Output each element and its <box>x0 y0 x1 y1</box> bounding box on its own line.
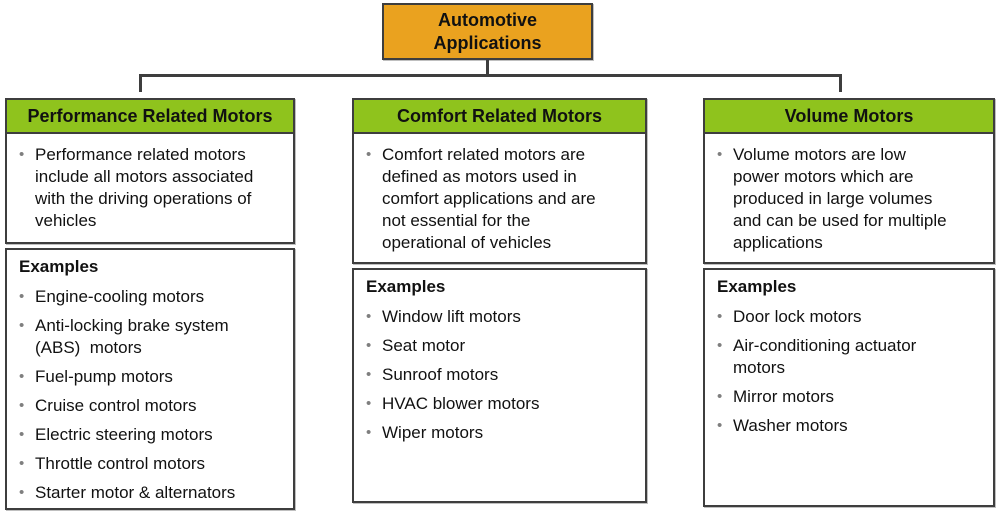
example-item: • Starter motor & alternators <box>19 482 285 504</box>
example-item-text: Seat motor <box>382 336 466 355</box>
example-item: • HVAC blower motors <box>366 393 637 415</box>
bullet-icon: • <box>19 397 25 414</box>
column-description: • Performance related motors include all… <box>19 144 285 232</box>
bullet-icon: • <box>717 146 723 163</box>
example-item-text: Washer motors <box>733 416 848 435</box>
bullet-icon: • <box>717 308 723 325</box>
examples-heading: Examples <box>366 277 446 296</box>
example-item: • Sunroof motors <box>366 364 637 386</box>
bullet-icon: • <box>366 146 372 163</box>
connector-horizontal-line <box>139 74 842 77</box>
column-comfort-examples-box: Examples • Window lift motors • Seat mot… <box>352 268 647 503</box>
bullet-icon: • <box>366 337 372 354</box>
example-item-text: Window lift motors <box>382 307 521 326</box>
example-item: • Anti-locking brake system (ABS) motors <box>19 315 285 359</box>
bullet-icon: • <box>19 455 25 472</box>
bullet-icon: • <box>19 368 25 385</box>
column-volume-definition-box: Volume Motors • Volume motors are low po… <box>703 98 995 264</box>
example-item: • Engine-cooling motors <box>19 286 285 308</box>
example-item: • Seat motor <box>366 335 637 357</box>
column-title: Comfort Related Motors <box>396 105 602 126</box>
example-item-text: Cruise control motors <box>35 396 197 415</box>
column-title: Performance Related Motors <box>27 105 273 126</box>
column-comfort-definition-box: Comfort Related Motors • Comfort related… <box>352 98 647 264</box>
examples-list: • Engine-cooling motors • Anti-locking b… <box>19 286 285 504</box>
description-text: Comfort related motors are defined as mo… <box>382 145 596 252</box>
bullet-icon: • <box>19 317 25 334</box>
example-item: • Fuel-pump motors <box>19 366 285 388</box>
example-item: • Air-conditioning actuator motors <box>717 335 985 379</box>
bullet-icon: • <box>366 366 372 383</box>
example-item-text: Door lock motors <box>733 307 862 326</box>
example-item-text: Fuel-pump motors <box>35 367 173 386</box>
example-item: • Window lift motors <box>366 306 637 328</box>
root-node-automotive-applications: Automotive Applications <box>382 3 593 60</box>
example-item-text: Anti-locking brake system (ABS) motors <box>35 316 229 357</box>
example-item-text: Sunroof motors <box>382 365 499 384</box>
bullet-icon: • <box>366 308 372 325</box>
column-header: Comfort Related Motors <box>354 100 645 134</box>
column-description: • Comfort related motors are defined as … <box>366 144 637 254</box>
bullet-icon: • <box>366 395 372 412</box>
bullet-icon: • <box>19 146 25 163</box>
column-description: • Volume motors are low power motors whi… <box>717 144 985 254</box>
column-header: Performance Related Motors <box>7 100 293 134</box>
column-volume-examples-box: Examples • Door lock motors • Air-condit… <box>703 268 995 507</box>
connector-left-tick-line <box>139 74 142 92</box>
bullet-icon: • <box>717 337 723 354</box>
column-header: Volume Motors <box>705 100 993 134</box>
example-item-text: Wiper motors <box>382 423 484 442</box>
bullet-icon: • <box>366 424 372 441</box>
example-item: • Door lock motors <box>717 306 985 328</box>
bullet-icon: • <box>19 484 25 501</box>
example-item: • Throttle control motors <box>19 453 285 475</box>
example-item-text: Electric steering motors <box>35 425 213 444</box>
examples-heading: Examples <box>19 257 99 276</box>
bullet-icon: • <box>19 288 25 305</box>
example-item-text: Mirror motors <box>733 387 835 406</box>
bullet-icon: • <box>717 417 723 434</box>
example-item-text: HVAC blower motors <box>382 394 540 413</box>
example-item: • Cruise control motors <box>19 395 285 417</box>
example-item: • Electric steering motors <box>19 424 285 446</box>
column-title: Volume Motors <box>784 105 914 126</box>
column-performance-definition-box: Performance Related Motors • Performance… <box>5 98 295 244</box>
examples-list: • Door lock motors • Air-conditioning ac… <box>717 306 985 437</box>
example-item-text: Engine-cooling motors <box>35 287 205 306</box>
example-item-text: Starter motor & alternators <box>35 483 236 502</box>
example-item-text: Throttle control motors <box>35 454 206 473</box>
bullet-icon: • <box>717 388 723 405</box>
examples-heading: Examples <box>717 277 797 296</box>
bullet-icon: • <box>19 426 25 443</box>
examples-list: • Window lift motors • Seat motor • Sunr… <box>366 306 637 444</box>
connector-stem-line <box>486 60 489 75</box>
column-performance-examples-box: Examples • Engine-cooling motors • Anti-… <box>5 248 295 510</box>
description-text: Volume motors are low power motors which… <box>733 145 947 252</box>
example-item-text: Air-conditioning actuator motors <box>733 336 917 377</box>
example-item: • Wiper motors <box>366 422 637 444</box>
description-text: Performance related motors include all m… <box>35 145 254 230</box>
connector-right-tick-line <box>839 74 842 92</box>
example-item: • Washer motors <box>717 415 985 437</box>
example-item: • Mirror motors <box>717 386 985 408</box>
